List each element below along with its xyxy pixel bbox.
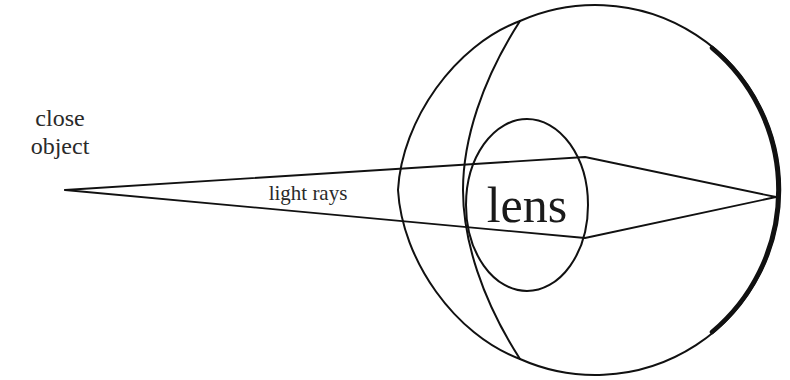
light-ray	[65, 157, 776, 197]
lens-outline	[466, 119, 588, 291]
light-ray	[65, 190, 776, 238]
ray-label: light rays	[233, 181, 383, 205]
lens-ellipse: lens	[465, 118, 589, 292]
lens-label: lens	[487, 180, 568, 230]
object-label: close object	[5, 105, 115, 160]
